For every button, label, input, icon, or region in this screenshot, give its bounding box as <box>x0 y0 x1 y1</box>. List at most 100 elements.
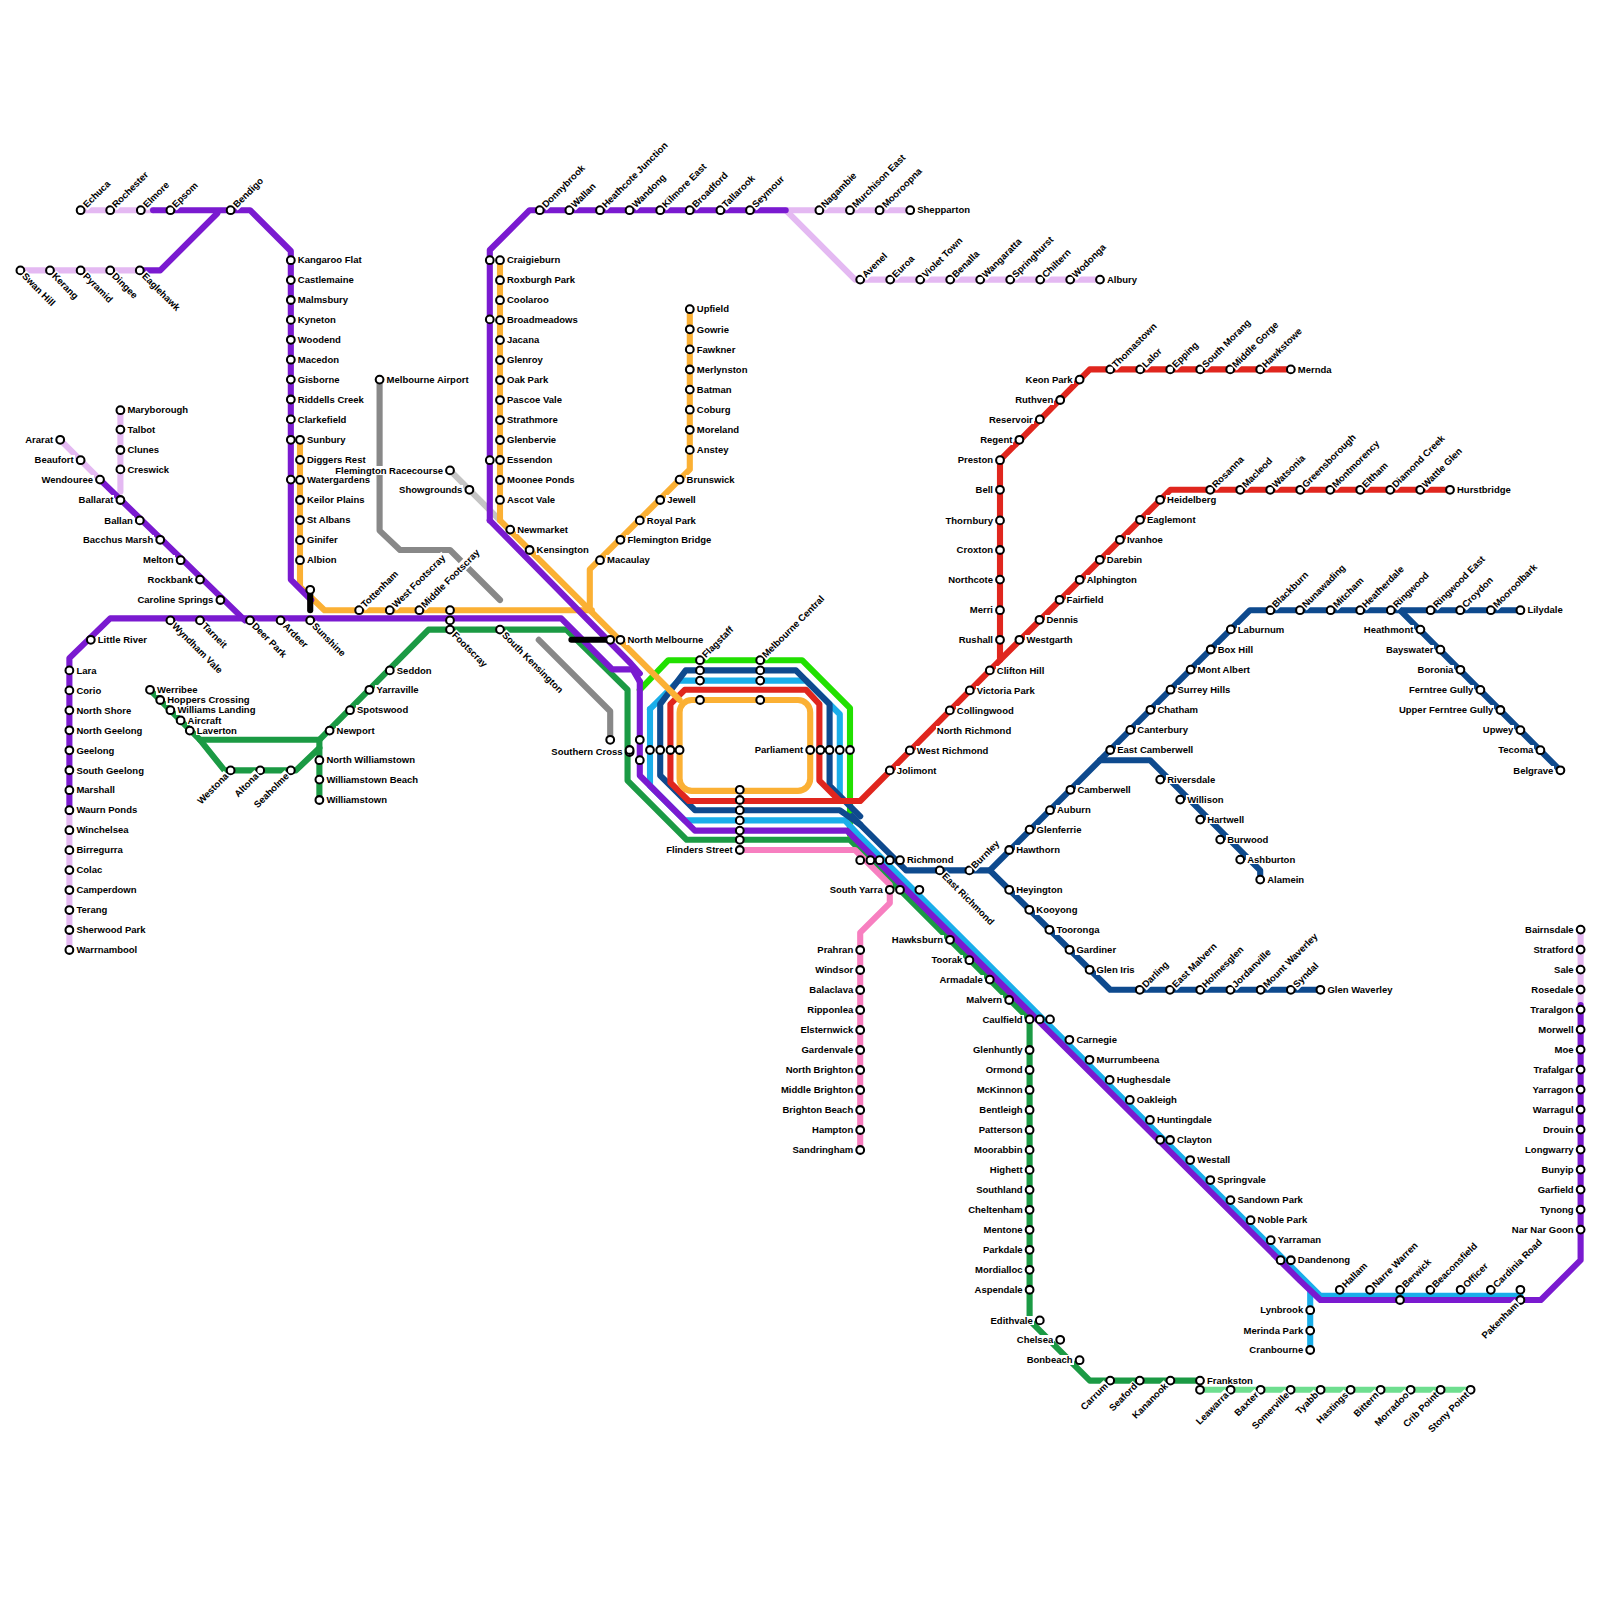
station-label: Ormond <box>985 1065 1024 1075</box>
station-dot <box>366 686 374 694</box>
station-dot <box>177 717 185 725</box>
station-label: Murrumbeena <box>1096 1055 1161 1065</box>
station-dot <box>1577 1046 1585 1054</box>
station-dot <box>1457 666 1465 674</box>
station-dot <box>287 376 295 384</box>
station-label: Croxton <box>956 545 994 555</box>
station-label: Aspendale <box>974 1285 1024 1295</box>
station-label: Caulfield <box>981 1015 1023 1025</box>
rail-line <box>100 480 245 621</box>
station-label: Tooronga <box>1055 925 1100 935</box>
station-dot <box>696 667 704 675</box>
station-dot <box>496 396 504 404</box>
station-dot <box>496 376 504 384</box>
station-dot <box>846 206 854 214</box>
station-dot <box>606 636 614 644</box>
station-dot <box>1016 636 1024 644</box>
station-dot <box>296 436 304 444</box>
station-label: Castlemaine <box>297 275 355 285</box>
rail-line <box>650 709 1520 1296</box>
station-label: Mordialloc <box>974 1265 1024 1275</box>
rail-line <box>319 630 1200 1381</box>
station-dot <box>856 1026 864 1034</box>
station-label: Gisborne <box>297 375 341 385</box>
station-dot <box>1557 766 1565 774</box>
station-label: Ballarat <box>78 495 115 505</box>
station-dot <box>1026 1186 1034 1194</box>
station-label: Belgrave <box>1512 766 1554 776</box>
station-dot <box>1317 986 1325 994</box>
station-label: Glen Iris <box>1096 965 1136 975</box>
station-label: Malvern <box>965 995 1003 1005</box>
station-label: Sale <box>1553 965 1575 975</box>
station-label: Coburg <box>696 405 732 415</box>
rail-line <box>1578 930 1584 1006</box>
station-dot <box>1206 1176 1214 1184</box>
station-dot <box>227 767 235 775</box>
station-label: Sandringham <box>792 1145 855 1155</box>
station-label: North Geelong <box>75 726 143 736</box>
station-dot <box>1126 726 1134 734</box>
station-dot <box>886 767 894 775</box>
station-label: Eaglehawk <box>139 270 182 313</box>
station-dot <box>1066 1036 1074 1044</box>
station-dot <box>1577 1166 1585 1174</box>
station-label: Epping <box>1170 339 1201 370</box>
station-dot <box>66 826 74 834</box>
station-dot <box>117 406 125 414</box>
rail-line <box>69 618 639 812</box>
station-label: Showgrounds <box>398 485 463 495</box>
station-dot <box>856 1146 864 1154</box>
station-label: Bunyip <box>1540 1165 1574 1175</box>
station-dot <box>996 486 1004 494</box>
station-label: Clifton Hill <box>996 666 1046 676</box>
station-dot <box>1086 966 1094 974</box>
station-label: North Williamstown <box>325 755 416 765</box>
station-dot <box>1026 1016 1034 1024</box>
station-label: Lara <box>75 666 97 676</box>
station-label: Huntingdale <box>1156 1115 1213 1125</box>
station-label: Wyndham Vale <box>170 620 225 675</box>
station-dot <box>1026 1086 1034 1094</box>
station-dot <box>287 416 295 424</box>
station-dot <box>167 706 175 714</box>
station-label: Seddon <box>396 666 433 676</box>
rail-line <box>300 440 592 610</box>
station-dot <box>287 436 295 444</box>
station-dot <box>1577 1126 1585 1134</box>
station-dot <box>1577 1206 1585 1214</box>
station-dot <box>1196 816 1204 824</box>
station-dot <box>496 296 504 304</box>
station-dot <box>1026 1046 1034 1054</box>
station-label: Cheltenham <box>967 1205 1023 1215</box>
station-dot <box>1257 986 1265 994</box>
station-label: Mont Albert <box>1197 665 1251 675</box>
station-dot <box>117 446 125 454</box>
station-dot <box>496 436 504 444</box>
station-dot <box>1036 1016 1044 1024</box>
station-dot <box>1136 1377 1144 1385</box>
station-dot <box>1247 1216 1255 1224</box>
station-dot <box>1116 536 1124 544</box>
station-dot <box>756 677 764 685</box>
station-label: North Richmond <box>936 726 1012 736</box>
station-dot <box>656 746 664 754</box>
station-label: Yarraville <box>375 685 419 695</box>
station-label: Glenbervie <box>506 435 557 445</box>
station-label: Thornbury <box>945 516 995 526</box>
station-label: Woodend <box>297 335 342 345</box>
station-dot <box>696 656 704 664</box>
station-dot <box>1267 1236 1275 1244</box>
station-dot <box>1005 886 1013 894</box>
station-dot <box>496 316 504 324</box>
station-dot <box>536 206 544 214</box>
station-label: Little River <box>97 635 148 645</box>
station-label: Nar Nar Goon <box>1511 1225 1575 1235</box>
station-dot <box>386 667 394 675</box>
station-dot <box>446 617 454 625</box>
station-dot <box>736 846 744 854</box>
station-dot <box>296 496 304 504</box>
station-dot <box>1026 826 1034 834</box>
station-dot <box>1227 1196 1235 1204</box>
